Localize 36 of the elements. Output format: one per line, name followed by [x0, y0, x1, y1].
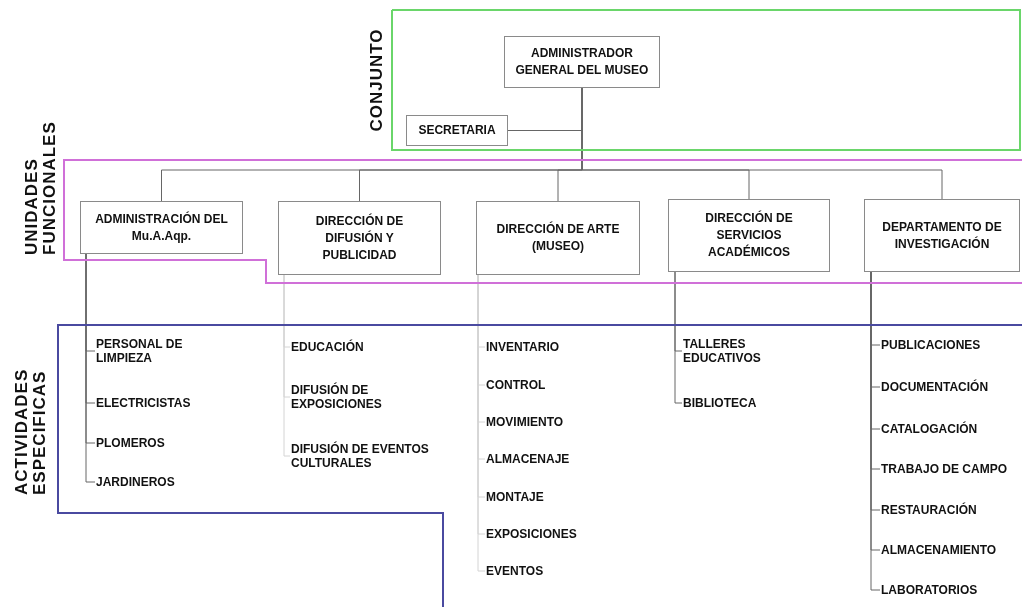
unit-box: ADMINISTRADOR GENERAL DEL MUSEO: [504, 36, 660, 88]
unit-box: ADMINISTRACIÓN DEL Mu.A.Aqp.: [80, 201, 243, 254]
band-heading: CONJUNTO: [368, 28, 386, 132]
unit-box: DEPARTAMENTO DE INVESTIGACIÓN: [864, 199, 1020, 272]
activity-label: EXPOSICIONES: [486, 527, 616, 541]
activity-label: EVENTOS: [486, 564, 616, 578]
activity-label: MOVIMIENTO: [486, 415, 616, 429]
activity-label: CATALOGACIÓN: [881, 422, 1016, 436]
activity-label: ALMACENAJE: [486, 452, 616, 466]
activity-label: PUBLICACIONES: [881, 338, 1016, 352]
activity-label: ALMACENAMIENTO: [881, 543, 1016, 557]
activity-label: DOCUMENTACIÓN: [881, 380, 1016, 394]
activity-label: TALLERES EDUCATIVOS: [683, 337, 778, 365]
unit-box: DIRECCIÓN DE DIFUSIÓN Y PUBLICIDAD: [278, 201, 441, 275]
activity-label: DIFUSIÓN DE EXPOSICIONES: [291, 383, 403, 411]
activity-label: PERSONAL DE LIMPIEZA: [96, 337, 206, 365]
activity-label: JARDINEROS: [96, 475, 216, 489]
connector-line: [674, 271, 683, 404]
band-heading: ACTIVIDADES ESPECIFICAS: [13, 367, 49, 495]
activity-label: MONTAJE: [486, 490, 616, 504]
activity-label: PLOMEROS: [96, 436, 216, 450]
activity-label: DIFUSIÓN DE EVENTOS CULTURALES: [291, 442, 451, 470]
activity-label: TRABAJO DE CAMPO: [881, 462, 1019, 476]
connector-line: [283, 274, 291, 457]
activity-label: BIBLIOTECA: [683, 396, 803, 410]
activity-label: ELECTRICISTAS: [96, 396, 216, 410]
activity-label: INVENTARIO: [486, 340, 616, 354]
activity-label: RESTAURACIÓN: [881, 503, 1016, 517]
activity-label: CONTROL: [486, 378, 616, 392]
unit-box: SECRETARIA: [406, 115, 508, 146]
unit-box: DIRECCIÓN DE ARTE (MUSEO): [476, 201, 640, 275]
unit-box: DIRECCIÓN DE SERVICIOS ACADÉMICOS: [668, 199, 830, 272]
connector-line: [85, 253, 96, 483]
activity-label: LABORATORIOS: [881, 583, 1016, 597]
activity-label: EDUCACIÓN: [291, 340, 411, 354]
band-heading: UNIDADES FUNCIONALES: [23, 120, 59, 255]
